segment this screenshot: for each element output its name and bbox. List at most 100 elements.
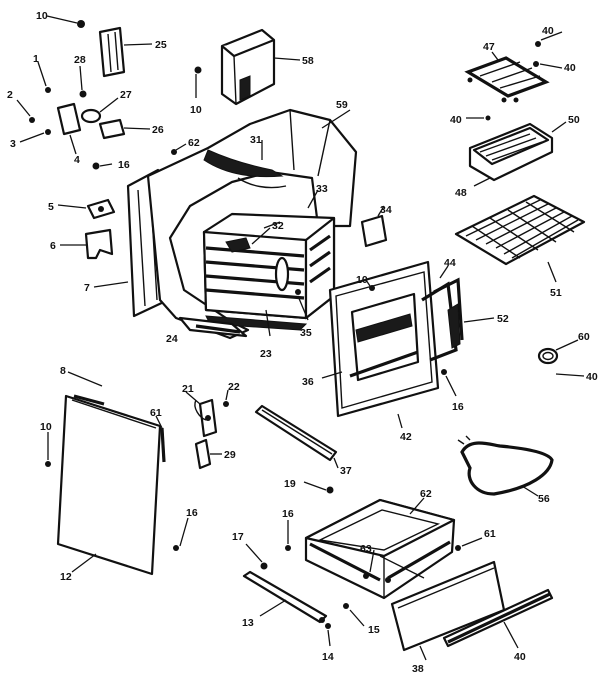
oven-wrapper-39 — [146, 108, 358, 340]
screw-1 — [45, 87, 51, 93]
screw-40-top — [535, 41, 541, 47]
callout-48: 40 — [514, 651, 526, 663]
callout-51: 51 — [550, 287, 562, 299]
side-panel-group — [45, 371, 189, 576]
callout-21: 21 — [182, 383, 194, 395]
callout-56: 56 — [538, 493, 550, 505]
screw-17 — [260, 562, 268, 570]
screw-3 — [45, 129, 51, 135]
callout-61: 61 — [150, 407, 162, 419]
callout-10-door: 10 — [356, 274, 368, 286]
callout-40-b: 40 — [564, 62, 576, 74]
trim-61 — [160, 427, 166, 463]
callout-16-door: 16 — [452, 401, 464, 413]
callout-40-d: 40 — [586, 371, 598, 383]
left-hardware-group — [16, 15, 153, 288]
callout-22: 22 — [228, 381, 240, 393]
screw-16-drawer — [285, 545, 291, 551]
screw-61 — [455, 545, 461, 551]
oven-door-group — [321, 260, 495, 429]
callout-50: 50 — [568, 114, 580, 126]
bracket-6 — [84, 228, 114, 260]
callout-37: 37 — [340, 465, 352, 477]
callout-17: 17 — [232, 531, 244, 543]
callout-29: 29 — [224, 449, 236, 461]
cover-plate-34 — [360, 214, 388, 248]
callout-4: 4 — [74, 154, 80, 166]
callout-27: 27 — [120, 89, 132, 101]
callout-16: 16 — [118, 159, 130, 171]
callout-6: 6 — [50, 240, 56, 252]
callout-19: 19 — [284, 478, 296, 490]
screw-40-mid — [533, 61, 539, 67]
clip-27 — [80, 108, 102, 124]
side-panel-12 — [56, 394, 162, 576]
callout-40-a: 40 — [542, 25, 554, 37]
knob-60 — [537, 347, 559, 365]
callout-10-panel: 10 — [40, 421, 52, 433]
screw-52 — [171, 149, 177, 155]
callout-33: 33 — [316, 183, 328, 195]
callout-35: 35 — [300, 327, 312, 339]
callout-8: 8 — [60, 365, 66, 377]
callout-25: 25 — [155, 39, 167, 51]
callout-58: 58 — [302, 55, 314, 67]
callout-16-drawer: 16 — [282, 508, 294, 520]
callout-48-pan: 48 — [455, 187, 467, 199]
screw-22 — [223, 401, 229, 407]
screw-15 — [343, 603, 349, 609]
drawer-group — [242, 497, 554, 661]
callout-2: 2 — [7, 89, 13, 101]
oven-body-group — [92, 108, 358, 340]
callout-3: 3 — [10, 138, 16, 150]
callout-10: 10 — [36, 10, 48, 22]
screw-19 — [326, 486, 334, 494]
rack-parts-group — [360, 31, 586, 283]
callout-60: 60 — [578, 331, 590, 343]
screw-10-door — [369, 285, 375, 291]
screw-28 — [79, 90, 87, 98]
callout-1: 1 — [33, 53, 39, 65]
callout-28: 28 — [74, 54, 86, 66]
clip-4 — [56, 102, 82, 136]
screw-16-upper — [92, 162, 100, 170]
callout-36: 36 — [302, 376, 314, 388]
bracket-25 — [98, 26, 126, 78]
oven-rack-51 — [454, 194, 586, 266]
callout-24: 24 — [166, 333, 178, 345]
right-mid-parts-group — [457, 339, 585, 497]
screw-2 — [29, 117, 35, 123]
callout-52-body: 62 — [188, 137, 200, 149]
vent-duct-group — [194, 28, 301, 106]
broil-rack-47 — [464, 56, 550, 98]
callout-13: 13 — [242, 617, 254, 629]
drawer-slide-13 — [242, 570, 328, 624]
bracket-29 — [194, 438, 212, 470]
callout-32: 32 — [272, 220, 284, 232]
callout-40-c: 40 — [450, 114, 462, 126]
screw-16-panel — [173, 545, 179, 551]
callout-47: 47 — [483, 41, 495, 53]
screw-14 — [325, 623, 331, 629]
callout-62: 62 — [420, 488, 432, 500]
callout-5: 5 — [48, 201, 54, 213]
bake-element-56 — [460, 441, 554, 496]
callout-31: 31 — [250, 134, 262, 146]
callout-23: 23 — [260, 348, 272, 360]
callout-63: 63 — [360, 543, 372, 555]
screw-10-panel — [45, 461, 51, 467]
screw-10-vent — [194, 66, 202, 74]
callout-15: 15 — [368, 624, 380, 636]
lower-center-group — [185, 389, 339, 494]
callout-44: 44 — [444, 257, 456, 269]
screw-10-top — [77, 20, 85, 28]
callout-labels: 10 25 1 28 2 27 26 3 4 16 5 6 7 58 10 59… — [7, 10, 598, 675]
callout-61-drawer: 61 — [484, 528, 496, 540]
callout-26: 26 — [152, 124, 164, 136]
top-trim-dark — [203, 149, 284, 178]
callout-10-vent: 10 — [190, 104, 202, 116]
callout-38: 38 — [412, 663, 424, 675]
callout-16-panel: 16 — [186, 507, 198, 519]
callout-52: 52 — [497, 313, 509, 325]
